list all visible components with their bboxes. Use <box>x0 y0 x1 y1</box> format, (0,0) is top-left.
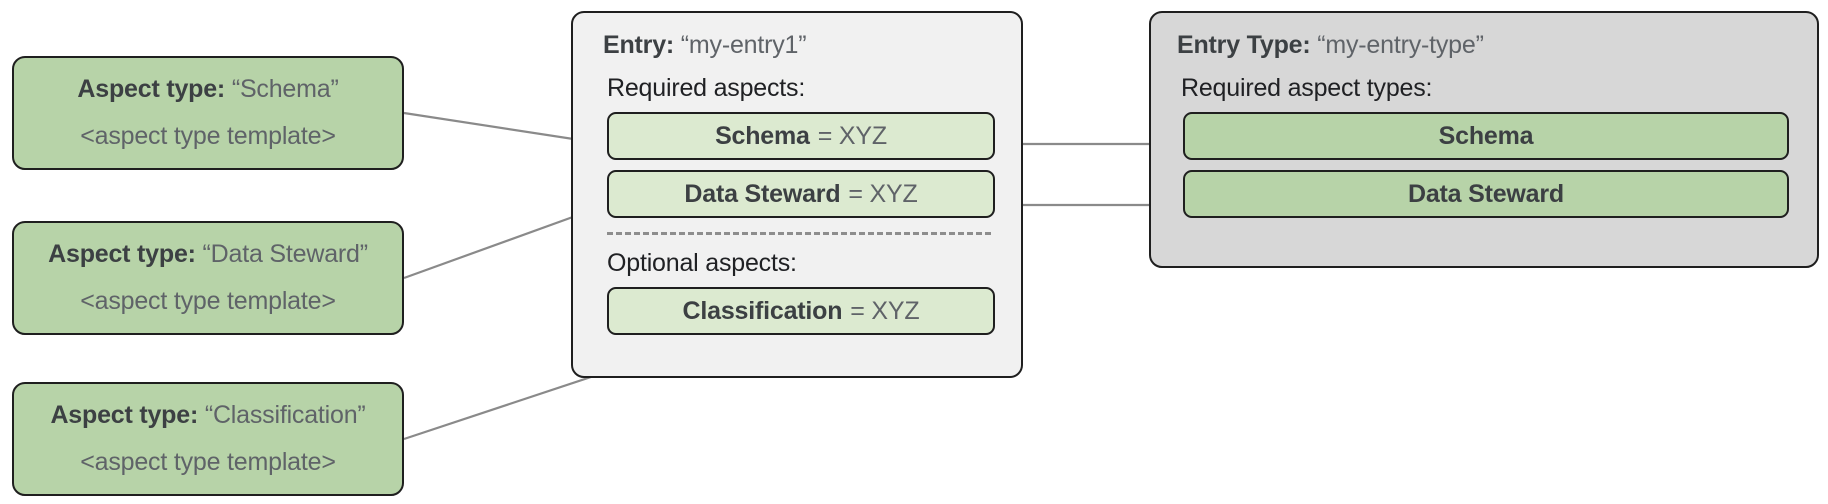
entry-type-title: Entry Type: “my-entry-type” <box>1177 31 1791 60</box>
aspect-type-template: <aspect type template> <box>80 287 336 315</box>
aspect-type-key: Aspect type: <box>50 401 199 429</box>
entry-type-key: Entry Type: <box>1177 31 1311 59</box>
entry-type-card[interactable]: Entry Type: “my-entry-type” Required asp… <box>1149 11 1819 268</box>
required-aspects-label: Required aspects: <box>607 74 806 102</box>
aspect-type-template: <aspect type template> <box>80 122 336 150</box>
entry-key: Entry: <box>603 31 675 59</box>
aspect-type-title: Aspect type: “Classification” <box>50 401 365 430</box>
entry-aspect-row-classification[interactable]: Classification = XYZ <box>607 287 995 335</box>
aspect-type-value: “Schema” <box>231 75 339 103</box>
aspect-type-card-data-steward[interactable]: Aspect type: “Data Steward” <aspect type… <box>12 221 404 335</box>
aspect-type-key: Aspect type: <box>77 75 226 103</box>
connector-classification-aspect-type-to-entry <box>403 370 607 441</box>
required-aspect-types-label: Required aspect types: <box>1181 74 1433 102</box>
entry-aspect-value: = XYZ <box>850 296 920 325</box>
entry-aspect-name: Data Steward <box>684 179 841 208</box>
entry-aspect-name: Classification <box>682 296 843 325</box>
aspect-type-card-classification[interactable]: Aspect type: “Classification” <aspect ty… <box>12 382 404 496</box>
required-optional-divider <box>607 232 991 235</box>
entry-aspect-row-schema[interactable]: Schema = XYZ <box>607 112 995 160</box>
aspect-type-value: “Classification” <box>204 401 366 429</box>
aspect-type-card-schema[interactable]: Aspect type: “Schema” <aspect type templ… <box>12 56 404 170</box>
entry-aspect-row-data-steward[interactable]: Data Steward = XYZ <box>607 170 995 218</box>
entry-type-value: “my-entry-type” <box>1317 31 1484 59</box>
aspect-type-key: Aspect type: <box>48 240 196 268</box>
entry-aspect-name: Schema <box>715 121 810 150</box>
optional-aspects-label: Optional aspects: <box>607 249 797 277</box>
entry-type-aspect-row-schema[interactable]: Schema <box>1183 112 1789 160</box>
aspect-type-title: Aspect type: “Schema” <box>77 75 338 104</box>
aspect-type-value: “Data Steward” <box>202 240 369 268</box>
aspect-type-title: Aspect type: “Data Steward” <box>48 240 368 269</box>
entry-aspect-value: = XYZ <box>817 121 887 150</box>
aspect-type-template: <aspect type template> <box>80 448 336 476</box>
entry-type-aspect-row-data-steward[interactable]: Data Steward <box>1183 170 1789 218</box>
entry-card[interactable]: Entry: “my-entry1” Required aspects: Sch… <box>571 11 1023 378</box>
entry-type-aspect-name: Data Steward <box>1408 179 1564 208</box>
entry-aspect-value: = XYZ <box>848 179 918 208</box>
entry-type-aspect-name: Schema <box>1438 121 1534 150</box>
entry-value: “my-entry1” <box>680 31 807 59</box>
entry-title: Entry: “my-entry1” <box>603 31 995 60</box>
